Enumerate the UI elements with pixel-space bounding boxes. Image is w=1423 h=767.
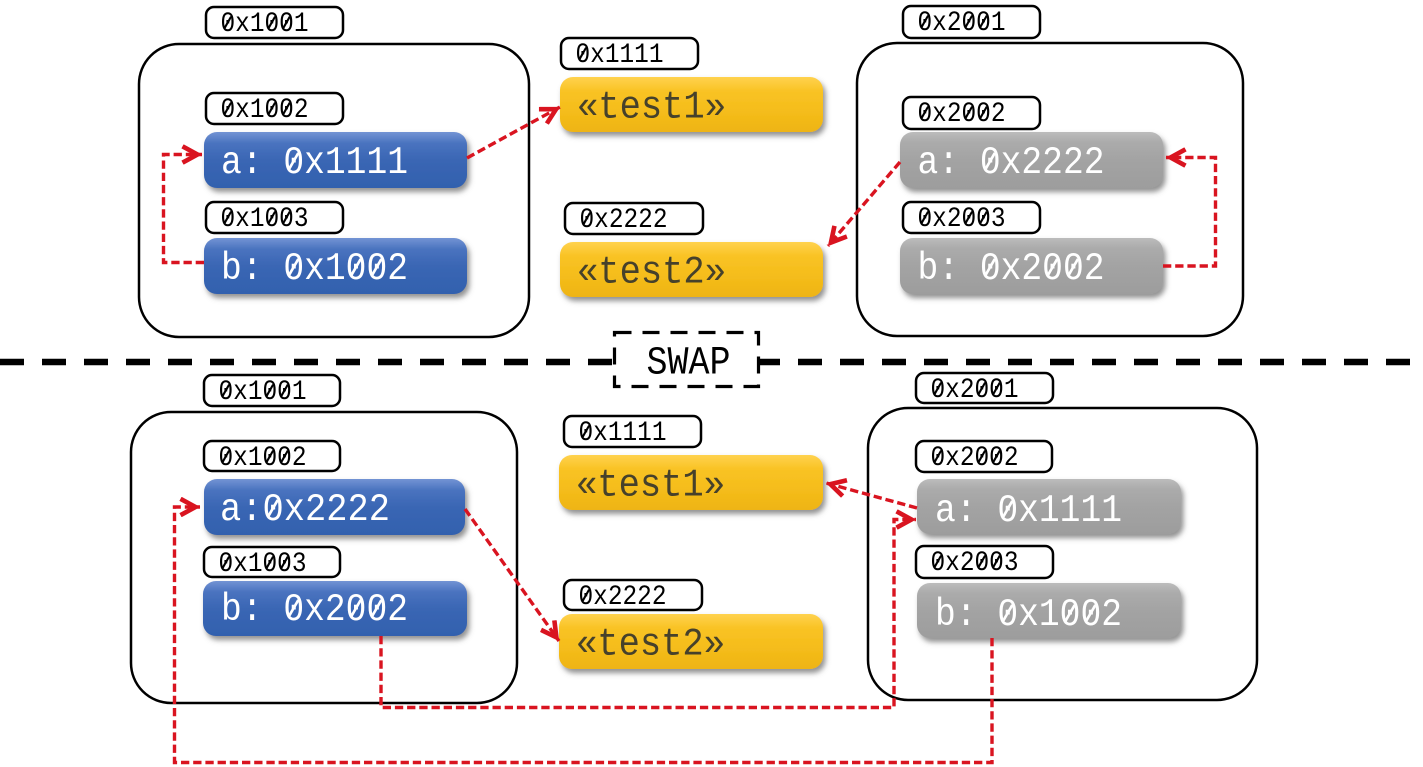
svg-text:b: 0x2002: b: 0x2002 bbox=[918, 247, 1105, 291]
svg-text:0x1003: 0x1003 bbox=[221, 204, 309, 235]
svg-text:0x2003: 0x2003 bbox=[918, 204, 1006, 235]
svg-text:0x1111: 0x1111 bbox=[576, 40, 664, 71]
svg-text:a: 0x1111: a: 0x1111 bbox=[935, 489, 1122, 533]
svg-text:0x1002: 0x1002 bbox=[219, 443, 307, 474]
svg-text:0x2222: 0x2222 bbox=[579, 582, 667, 613]
svg-text:a: 0x2222: a: 0x2222 bbox=[918, 141, 1105, 185]
svg-text:«test2»: «test2» bbox=[576, 623, 725, 667]
svg-text:0x2222: 0x2222 bbox=[580, 205, 668, 236]
svg-text:0x2002: 0x2002 bbox=[918, 99, 1006, 130]
svg-text:a:0x2222: a:0x2222 bbox=[220, 488, 390, 532]
svg-text:0x2002: 0x2002 bbox=[931, 443, 1019, 474]
svg-text:«test1»: «test1» bbox=[577, 86, 726, 130]
svg-text:b: 0x2002: b: 0x2002 bbox=[221, 588, 408, 632]
svg-text:b: 0x1002: b: 0x1002 bbox=[935, 593, 1122, 637]
svg-text:«test2»: «test2» bbox=[577, 251, 726, 295]
svg-text:0x1111: 0x1111 bbox=[579, 418, 667, 449]
svg-text:0x2001: 0x2001 bbox=[918, 8, 1006, 39]
svg-text:0x1001: 0x1001 bbox=[221, 9, 309, 40]
svg-text:SWAP: SWAP bbox=[647, 342, 731, 387]
svg-text:0x1003: 0x1003 bbox=[219, 549, 307, 580]
svg-text:«test1»: «test1» bbox=[576, 464, 725, 508]
svg-text:0x2003: 0x2003 bbox=[931, 548, 1019, 579]
svg-text:0x2001: 0x2001 bbox=[931, 375, 1019, 406]
svg-text:0x1001: 0x1001 bbox=[219, 377, 307, 408]
svg-text:a: 0x1111: a: 0x1111 bbox=[221, 141, 408, 185]
svg-text:b: 0x1002: b: 0x1002 bbox=[221, 247, 408, 291]
svg-text:0x1002: 0x1002 bbox=[221, 95, 309, 126]
